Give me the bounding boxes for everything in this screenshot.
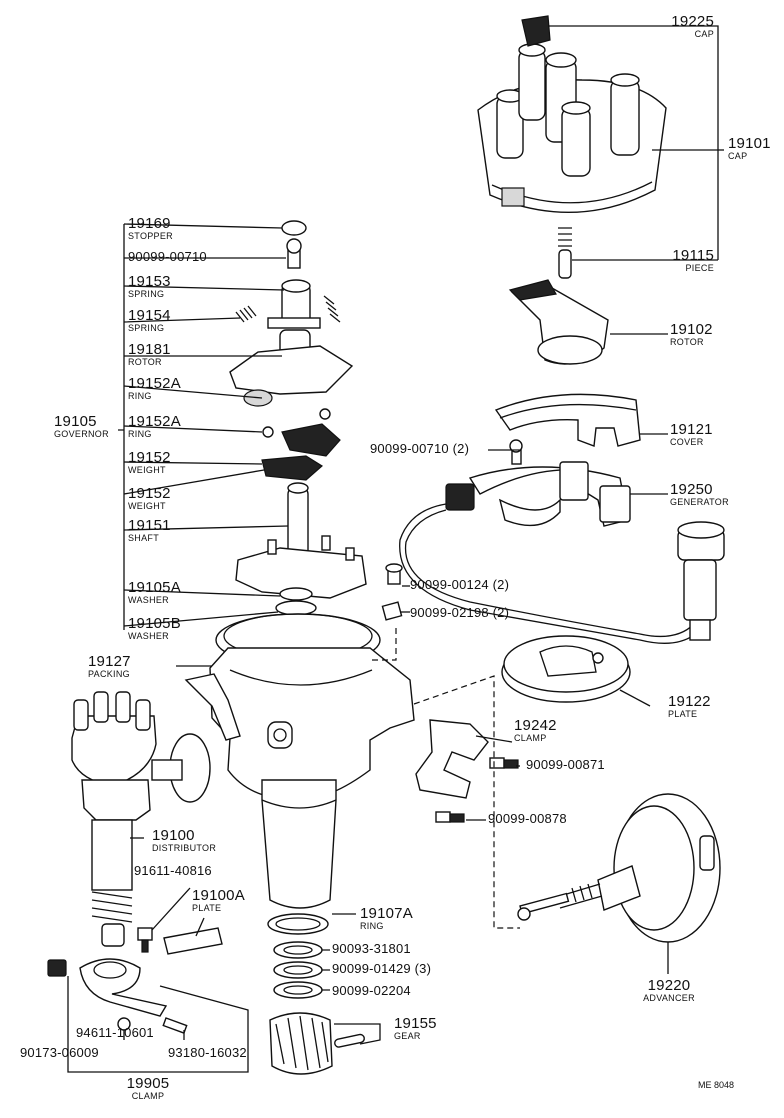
cover-drawing (494, 393, 641, 465)
label-screw-02198: 90099-02198 (2) (410, 605, 510, 620)
leader-lines (67, 25, 724, 1073)
label-bolt-gov: 90099-00710 (128, 249, 207, 264)
label-bolt-cover: 90099-00710 (2) (370, 441, 470, 456)
clamp-19905-drawing (47, 958, 188, 1034)
label-washer-02204: 90099-02204 (332, 983, 411, 998)
label-screw-00878: 90099-00878 (488, 811, 567, 826)
label-screw-00871: 90099-00871 (526, 757, 605, 772)
rotor-drawing (508, 279, 609, 365)
label-screw-00124: 90099-00124 (2) (410, 577, 510, 592)
label-nut-90173: 90173-06009 (20, 1045, 99, 1060)
label-screw-91611: 91611-40816 (134, 863, 212, 878)
small-distributor-drawing (71, 691, 223, 955)
distributor-housing-drawing (184, 613, 415, 909)
drawing-code: ME 8048 (698, 1080, 735, 1090)
lower-stack-drawing (267, 913, 365, 1075)
breaker-plate-drawing (501, 635, 631, 703)
distributor-cap-drawing (477, 15, 667, 279)
generator-drawing (399, 461, 725, 644)
label-washer-01429: 90099-01429 (3) (332, 961, 432, 976)
governor-assembly-drawing (229, 220, 403, 621)
label-washer-31801: 90093-31801 (332, 941, 411, 956)
label-bolt-93180: 93180-16032 (168, 1045, 247, 1060)
clamp-drawing (415, 719, 519, 823)
advancer-drawing (517, 793, 721, 943)
label-bolt-94611: 94611-10601 (76, 1025, 154, 1040)
